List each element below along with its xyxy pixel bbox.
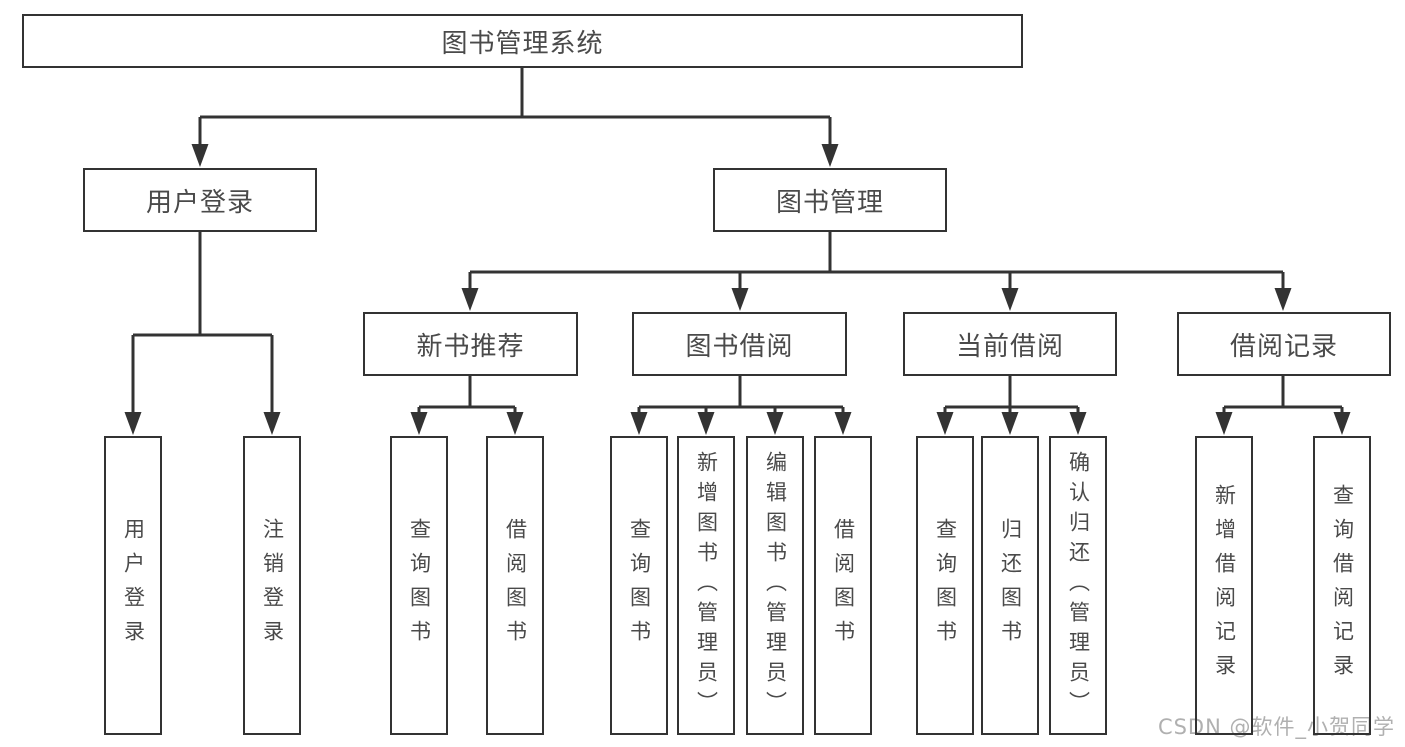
node-label: 图书借阅 xyxy=(685,331,794,362)
node-book-management-system: 图书管理系统 xyxy=(22,14,1023,68)
leaf-confirm-return-admin: 确认归还（管理员） xyxy=(1049,436,1107,735)
leaf-edit-books-admin: 编辑图书（管理员） xyxy=(746,436,804,735)
leaf-add-borrow-record: 新增借阅记录 xyxy=(1195,436,1253,735)
node-label: 新书推荐 xyxy=(416,331,525,362)
leaf-query-books-current: 查询图书 xyxy=(916,436,974,735)
node-label: 当前借阅 xyxy=(955,331,1064,362)
node-new-book-recommend: 新书推荐 xyxy=(363,312,578,376)
node-label: 用户登录 xyxy=(145,187,254,218)
node-label: 借阅图书 xyxy=(831,517,856,654)
leaf-logout: 注销登录 xyxy=(243,436,301,735)
node-book-management: 图书管理 xyxy=(713,168,947,232)
node-label: 图书管理系统 xyxy=(441,28,604,59)
leaf-query-books-borrowing: 查询图书 xyxy=(610,436,668,735)
csdn-watermark: CSDN @软件_小贺同学 xyxy=(1157,715,1395,739)
leaf-borrow-books: 借阅图书 xyxy=(814,436,872,735)
node-user-login: 用户登录 xyxy=(83,168,317,232)
leaf-query-books-recommend: 查询图书 xyxy=(390,436,448,735)
node-label: 用户登录 xyxy=(121,517,146,654)
node-current-borrowing: 当前借阅 xyxy=(903,312,1117,376)
node-label: 查询图书 xyxy=(933,517,958,654)
leaf-query-borrow-record: 查询借阅记录 xyxy=(1313,436,1371,735)
node-label: 图书管理 xyxy=(775,187,884,218)
leaf-return-books: 归还图书 xyxy=(981,436,1039,735)
node-borrowing-records: 借阅记录 xyxy=(1177,312,1391,376)
node-label: 编辑图书（管理员） xyxy=(763,450,788,721)
leaf-user-login: 用户登录 xyxy=(104,436,162,735)
node-label: 借阅记录 xyxy=(1229,331,1338,362)
tree-edges xyxy=(131,68,1344,415)
node-book-borrowing: 图书借阅 xyxy=(632,312,847,376)
node-label: 借阅图书 xyxy=(503,517,528,654)
node-label: 归还图书 xyxy=(998,517,1023,654)
node-label: 查询图书 xyxy=(407,517,432,654)
leaf-add-books-admin: 新增图书（管理员） xyxy=(677,436,735,735)
arrowhead-icons xyxy=(124,144,1351,435)
node-label: 查询图书 xyxy=(627,517,652,654)
node-label: 查询借阅记录 xyxy=(1330,483,1355,688)
node-label: 注销登录 xyxy=(260,517,285,654)
node-label: 确认归还（管理员） xyxy=(1066,450,1091,721)
leaf-borrow-books-recommend: 借阅图书 xyxy=(486,436,544,735)
node-label: 新增图书（管理员） xyxy=(694,450,719,721)
node-label: 新增借阅记录 xyxy=(1212,483,1237,688)
